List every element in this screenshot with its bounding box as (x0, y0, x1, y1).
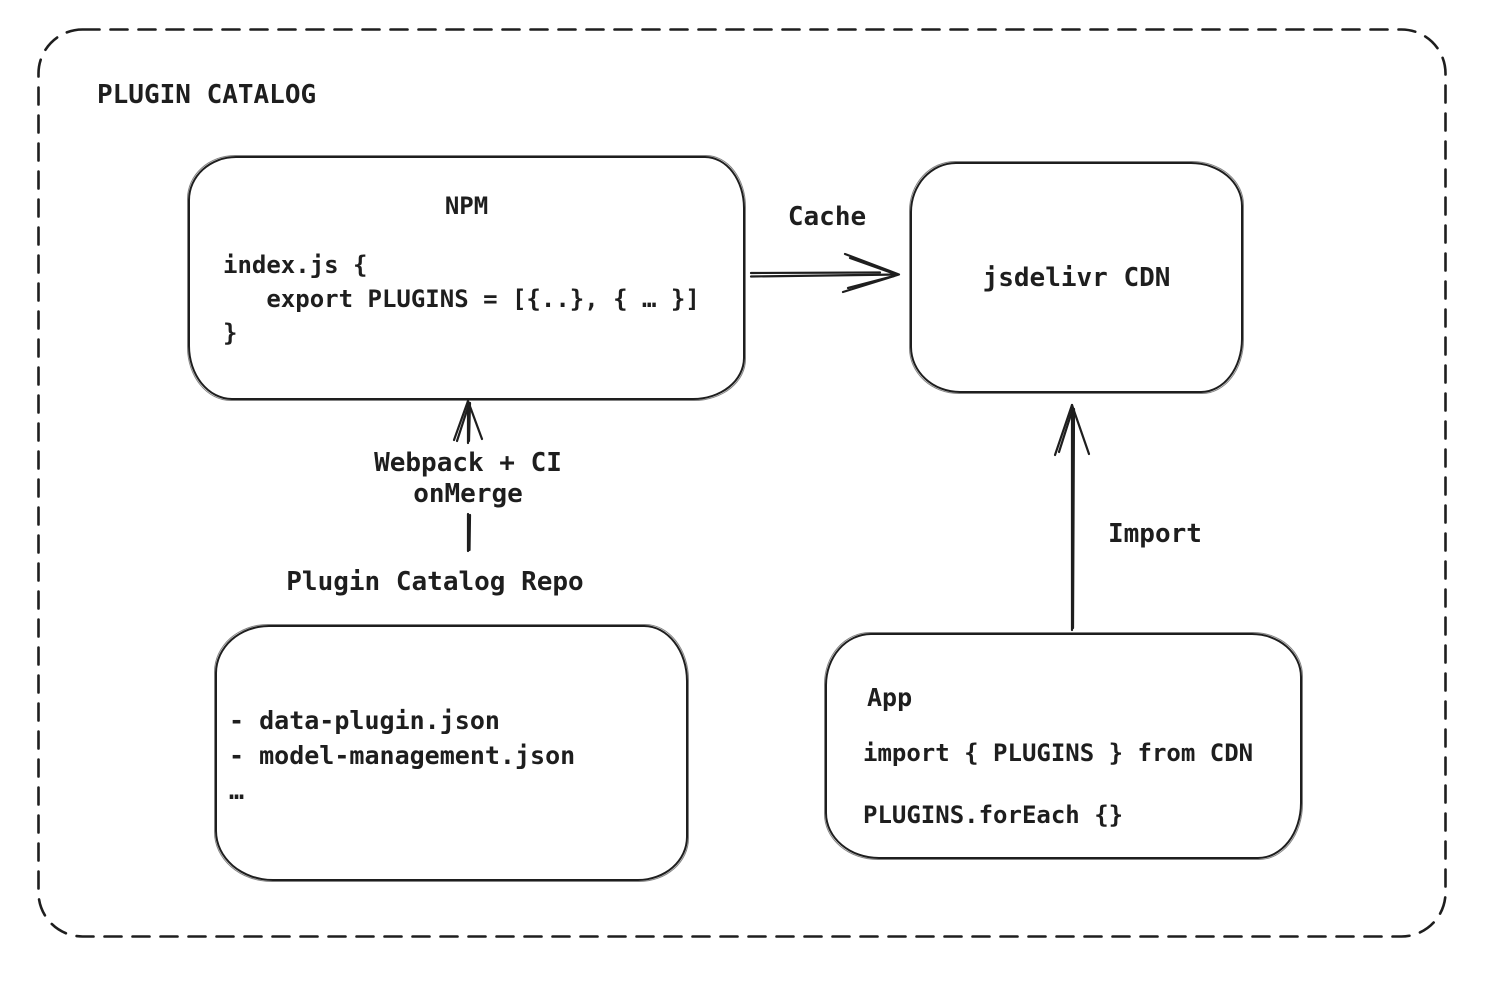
app-node: App import { PLUGINS } from CDN PLUGINS.… (824, 632, 1303, 860)
import-arrow (1053, 403, 1091, 632)
npm-code-line: index.js { (223, 251, 368, 279)
repo-file-list: - data-plugin.json - model-management.js… (229, 703, 575, 808)
import-edge-label: Import (1108, 519, 1202, 549)
npm-code-block: index.js { export PLUGINS = [{..}, { … }… (223, 248, 700, 350)
cache-arrow (749, 252, 901, 294)
repo-file-item: - model-management.json (229, 741, 576, 770)
app-code-line: import { PLUGINS } from CDN (863, 739, 1254, 767)
app-title: App (867, 683, 913, 712)
repo-heading: Plugin Catalog Repo (286, 567, 584, 597)
npm-title: NPM (444, 192, 489, 220)
build-edge-label-line2: onMerge (413, 479, 523, 509)
cdn-node: jsdelivr CDN (909, 161, 1244, 394)
npm-code-line: } (223, 319, 238, 347)
build-edge-label: Webpack + CI onMerge (330, 448, 606, 510)
build-arrow (452, 399, 484, 553)
repo-file-item: … (229, 776, 245, 805)
repo-file-item: - data-plugin.json (229, 706, 500, 735)
npm-code-line: export PLUGINS = [{..}, { … }] (223, 285, 700, 313)
cache-edge-label: Cache (787, 202, 867, 232)
repo-node: - data-plugin.json - model-management.js… (214, 624, 689, 882)
npm-node: NPM index.js { export PLUGINS = [{..}, {… (187, 155, 746, 401)
app-code-line: PLUGINS.forEach {} (863, 801, 1124, 829)
cdn-label: jsdelivr CDN (982, 262, 1171, 293)
build-edge-label-line1: Webpack + CI (374, 448, 562, 478)
diagram-title: PLUGIN CATALOG (97, 80, 317, 110)
